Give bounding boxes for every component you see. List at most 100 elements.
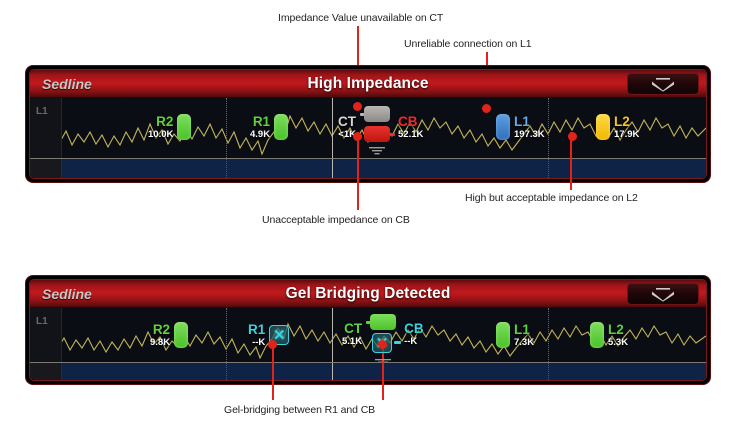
electrode-r2-value-2: 9.8K: [150, 337, 171, 348]
annotation-ct-unavailable: Impedance Value unavailable on CT: [278, 12, 444, 24]
electrode-r1-name-2: R1: [248, 321, 266, 337]
ground-symbol-icon-2: [375, 354, 393, 362]
dsa-left-gutter-2: [30, 363, 62, 380]
electrode-l1-text: L1 197.3K: [514, 113, 545, 140]
dsa-center-divider: [332, 159, 333, 178]
electrode-l1-text-2: L1 7.3K: [514, 321, 535, 348]
annotation-l2-high: High but acceptable impedance on L2: [465, 192, 638, 204]
electrode-l2[interactable]: L2 17.9K: [596, 114, 639, 140]
electrode-l2-pill-2: [590, 322, 604, 348]
electrode-cb-value-2: --K: [404, 336, 418, 347]
leader-dot-r1-bridge: [268, 340, 277, 349]
panel2-dsa-band: [30, 362, 706, 380]
leader-line-cb-bridge: [382, 344, 384, 400]
annotation-l1-unreliable: Unreliable connection on L1: [404, 38, 532, 50]
leader-line-l2: [570, 132, 572, 190]
electrode-group-ct-cb-panel2[interactable]: CT 5.1K ✕: [342, 312, 424, 362]
eeg-gridline-left: [226, 98, 227, 158]
panel2-titlebar: Sedline Gel Bridging Detected: [30, 280, 706, 308]
annotation-cb-unacceptable: Unacceptable impedance on CB: [262, 214, 410, 226]
dsa-gridline-left: [226, 159, 227, 178]
electrode-cb-text-2: CB --K: [404, 320, 424, 347]
panel1-titlebar: Sedline High Impedance: [30, 70, 706, 98]
leader-line-r1-bridge: [272, 344, 274, 400]
electrode-ct-text-2: CT 5.1K: [342, 320, 363, 347]
electrode-l2-name-2: L2: [608, 321, 624, 337]
dsa-left-gutter: [30, 159, 62, 178]
eeg-left-gutter: [30, 98, 62, 158]
eeg-left-gutter-2: [30, 308, 62, 362]
electrode-r1-name: R1: [252, 113, 271, 129]
sedline-panel-gel-bridging: Sedline Gel Bridging Detected L1: [26, 276, 710, 384]
electrode-ct-value: <1K: [338, 129, 356, 140]
electrode-group-ct-cb[interactable]: CT <1K: [338, 104, 424, 155]
electrode-l2-value-2: 5.3K: [608, 337, 629, 348]
electrode-cb-value: 52.1K: [398, 129, 424, 140]
alarm-title: High Impedance: [307, 74, 429, 92]
leader-dot-l2: [568, 132, 577, 141]
electrode-cb-text: CB 52.1K: [398, 113, 424, 140]
electrode-cb-name-2: CB: [404, 320, 424, 336]
electrode-l2-text: L2 17.9K: [614, 113, 640, 140]
electrode-l2-text-2: L2 5.3K: [608, 321, 629, 348]
electrode-r1-text: R1 4.9K: [250, 113, 271, 140]
collapse-panel-button[interactable]: [627, 73, 699, 95]
electrode-l1-pill-2: [496, 322, 510, 348]
eeg-channel-label-2: L1: [36, 316, 48, 327]
sedline-panel-high-impedance: Sedline High Impedance L1: [26, 66, 710, 182]
electrode-r1-panel2[interactable]: R1 --K ✕: [248, 321, 290, 348]
eeg-gridline-right: [548, 98, 549, 158]
electrode-r2-panel2[interactable]: R2 9.8K: [150, 321, 189, 348]
electrode-l2-name: L2: [614, 113, 630, 129]
eeg-trace-2: [33, 322, 706, 360]
electrode-r2[interactable]: R2 10.0K: [148, 113, 192, 140]
electrode-r2-name: R2: [156, 113, 174, 129]
electrode-r1-pill: [274, 114, 289, 140]
ct-lead-stub: [360, 113, 367, 116]
eeg-center-divider: [332, 98, 333, 158]
electrode-r1-value-2: --K: [252, 337, 266, 348]
electrode-r2-value: 10.0K: [148, 129, 174, 140]
dsa-gridline-left-2: [226, 363, 227, 380]
electrode-cb-name: CB: [398, 113, 418, 129]
brand-label-2: Sedline: [42, 285, 92, 302]
ct-sensor-green-icon: [370, 314, 397, 330]
electrode-r1-value: 4.9K: [250, 129, 271, 140]
panel1-dsa-band: [30, 158, 706, 178]
electrode-l2-value: 17.9K: [614, 129, 640, 140]
dsa-center-divider-2: [332, 363, 333, 380]
ct-cb-sensor-stack-2: ✕: [366, 312, 402, 362]
electrode-l2-panel2[interactable]: L2 5.3K: [590, 322, 628, 348]
ct-sensor-gray-icon: [364, 106, 390, 122]
electrode-ct-name-2: CT: [344, 320, 363, 336]
annotation-gel-bridging: Gel-bridging between R1 and CB: [224, 404, 376, 416]
eeg-center-divider-2: [332, 308, 333, 362]
double-chevron-down-icon: [650, 77, 676, 92]
electrode-l1-name: L1: [514, 113, 530, 129]
electrode-l1-name-2: L1: [514, 321, 530, 337]
collapse-panel-button-2[interactable]: [627, 283, 699, 305]
electrode-r1-text-2: R1 --K: [248, 321, 266, 348]
electrode-l1-value-2: 7.3K: [514, 337, 535, 348]
cb-lead-stub-2: [394, 341, 402, 344]
dsa-gridline-right-2: [548, 363, 549, 380]
leader-dot-l1: [482, 104, 491, 113]
electrode-ct-name: CT: [338, 113, 356, 129]
eeg-gridline-right-2: [548, 308, 549, 362]
electrode-ct-value-2: 5.1K: [342, 336, 363, 347]
leader-dot-cb-bridge: [378, 340, 387, 349]
electrode-r2-name-2: R2: [152, 321, 171, 337]
electrode-r2-text-2: R2 9.8K: [150, 321, 171, 348]
electrode-l1-panel2[interactable]: L1 7.3K: [496, 322, 534, 348]
dsa-gridline-right: [548, 159, 549, 178]
ct-cb-sensor-stack: [360, 104, 395, 155]
electrode-ct-text: CT <1K: [338, 113, 356, 140]
leader-dot-ct: [353, 102, 362, 111]
electrode-l1[interactable]: L1 197.3K: [496, 114, 545, 140]
electrode-l1-pill: [496, 114, 510, 140]
electrode-r2-pill: [177, 114, 192, 140]
double-chevron-down-icon: [650, 287, 676, 302]
eeg-gridline-left-2: [226, 308, 227, 362]
alarm-title-2: Gel Bridging Detected: [285, 284, 451, 302]
electrode-r1[interactable]: R1 4.9K: [250, 113, 289, 140]
